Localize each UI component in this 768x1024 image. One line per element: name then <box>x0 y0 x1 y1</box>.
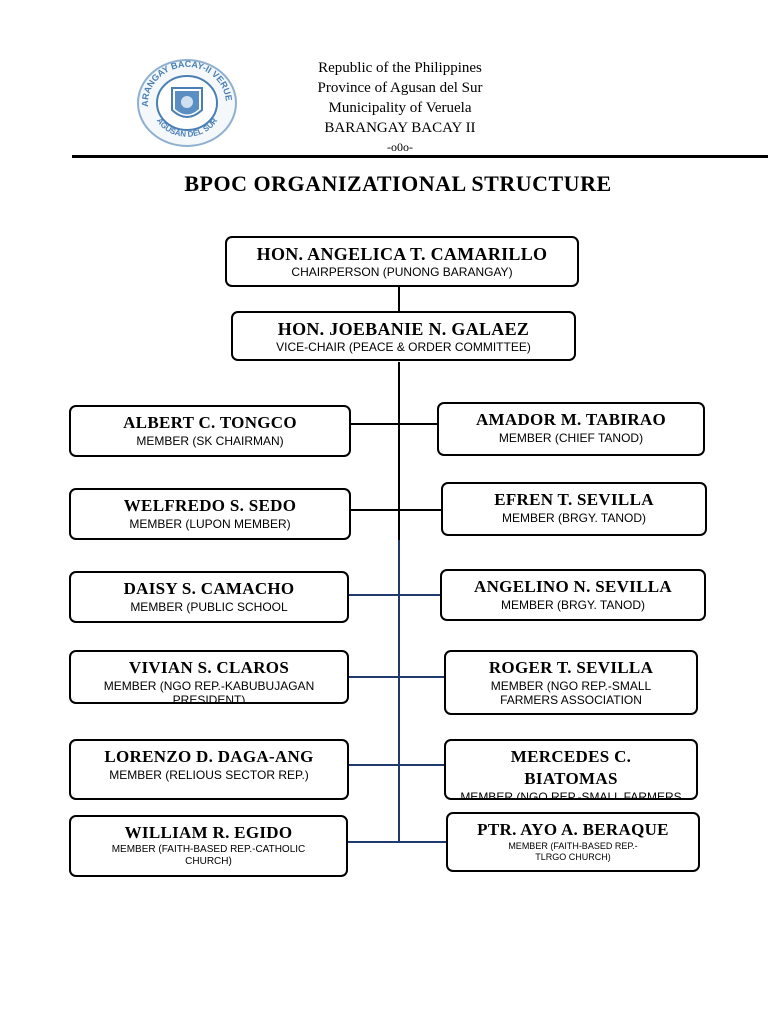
header-line-municipality: Municipality of Veruela <box>328 100 472 116</box>
member-name: EFREN T. SEVILLA <box>494 490 654 509</box>
member-box-left-1: ALBERT C. TONGCO MEMBER (SK CHAIRMAN) <box>69 405 351 457</box>
member-box-left-6: WILLIAM R. EGIDO MEMBER (FAITH-BASED REP… <box>69 815 348 877</box>
member-role: MEMBER (NGO REP.-SMALL FARMERS ASSOCIATI… <box>490 679 652 707</box>
page-title: BPOC ORGANIZATIONAL STRUCTURE <box>184 171 612 196</box>
chairperson-box: HON. ANGELICA T. CAMARILLO CHAIRPERSON (… <box>225 236 579 287</box>
member-name: WILLIAM R. EGIDO <box>124 823 293 842</box>
member-box-right-5: MERCEDES C. BIATOMAS MEMBER (NGO REP.-SM… <box>444 739 698 800</box>
member-name: VIVIAN S. CLAROS <box>128 658 290 677</box>
member-name: WELFREDO S. SEDO <box>123 496 297 515</box>
member-role: MEMBER (CHIEF TANOD) <box>498 431 644 445</box>
member-role: MEMBER (PUBLIC SCHOOL <box>130 600 288 614</box>
member-role: VICE-CHAIR (PEACE & ORDER COMMITTEE) <box>276 340 531 354</box>
member-box-right-3: ANGELINO N. SEVILLA MEMBER (BRGY. TANOD) <box>440 569 706 621</box>
member-box-left-3: DAISY S. CAMACHO MEMBER (PUBLIC SCHOOL <box>69 571 349 623</box>
member-name: HON. JOEBANIE N. GALAEZ <box>277 319 530 339</box>
member-box-left-5: LORENZO D. DAGA-ANG MEMBER (RELIOUS SECT… <box>69 739 349 800</box>
member-name: HON. ANGELICA T. CAMARILLO <box>256 244 548 264</box>
member-name: MERCEDES C. BIATOMAS <box>510 747 632 788</box>
member-name: ANGELINO N. SEVILLA <box>474 577 672 596</box>
member-role: MEMBER (FAITH-BASED REP.-CATHOLIC CHURCH… <box>111 844 306 867</box>
member-name: AMADOR M. TABIRAO <box>475 410 667 429</box>
member-role: MEMBER (NGO REP.-KABUBUJAGAN PRESIDENT) <box>103 679 315 704</box>
member-box-right-4: ROGER T. SEVILLA MEMBER (NGO REP.-SMALL … <box>444 650 698 715</box>
member-box-left-4: VIVIAN S. CLAROS MEMBER (NGO REP.-KABUBU… <box>69 650 349 704</box>
member-role: MEMBER (LUPON MEMBER) <box>129 517 291 531</box>
member-box-right-6: PTR. AYO A. BERAQUE MEMBER (FAITH-BASED … <box>446 812 700 872</box>
member-box-right-1: AMADOR M. TABIRAO MEMBER (CHIEF TANOD) <box>437 402 705 456</box>
member-name: LORENZO D. DAGA-ANG <box>104 747 314 766</box>
vice-chair-box: HON. JOEBANIE N. GALAEZ VICE-CHAIR (PEAC… <box>231 311 576 361</box>
member-name: ALBERT C. TONGCO <box>123 413 297 432</box>
member-name: ROGER T. SEVILLA <box>488 658 654 677</box>
member-role: MEMBER (RELIOUS SECTOR REP.) <box>109 768 309 782</box>
member-box-right-2: EFREN T. SEVILLA MEMBER (BRGY. TANOD) <box>441 482 707 536</box>
member-name: DAISY S. CAMACHO <box>123 579 295 598</box>
member-role: MEMBER (BRGY. TANOD) <box>500 598 646 612</box>
header-divider <box>72 155 768 158</box>
header-barangay: BARANGAY BACAY II <box>324 120 476 136</box>
header-line-republic: Republic of the Philippines <box>318 60 482 76</box>
member-role: MEMBER (SK CHAIRMAN) <box>136 434 284 448</box>
member-name: PTR. AYO A. BERAQUE <box>477 820 669 839</box>
member-role: MEMBER (NGO REP.-SMALL FARMERS <box>460 790 682 800</box>
member-box-left-2: WELFREDO S. SEDO MEMBER (LUPON MEMBER) <box>69 488 351 540</box>
header-line-province: Province of Agusan del Sur <box>317 80 483 96</box>
header-ornament: -o0o- <box>387 140 413 154</box>
member-role: MEMBER (FAITH-BASED REP.-TLRGO CHURCH) <box>508 841 638 862</box>
member-role: CHAIRPERSON (PUNONG BARANGAY) <box>291 265 513 279</box>
member-role: MEMBER (BRGY. TANOD) <box>501 511 647 525</box>
barangay-seal-logo: BARANGAY BACAY-II VERUELA AGUSAN DEL SUR <box>136 58 237 147</box>
